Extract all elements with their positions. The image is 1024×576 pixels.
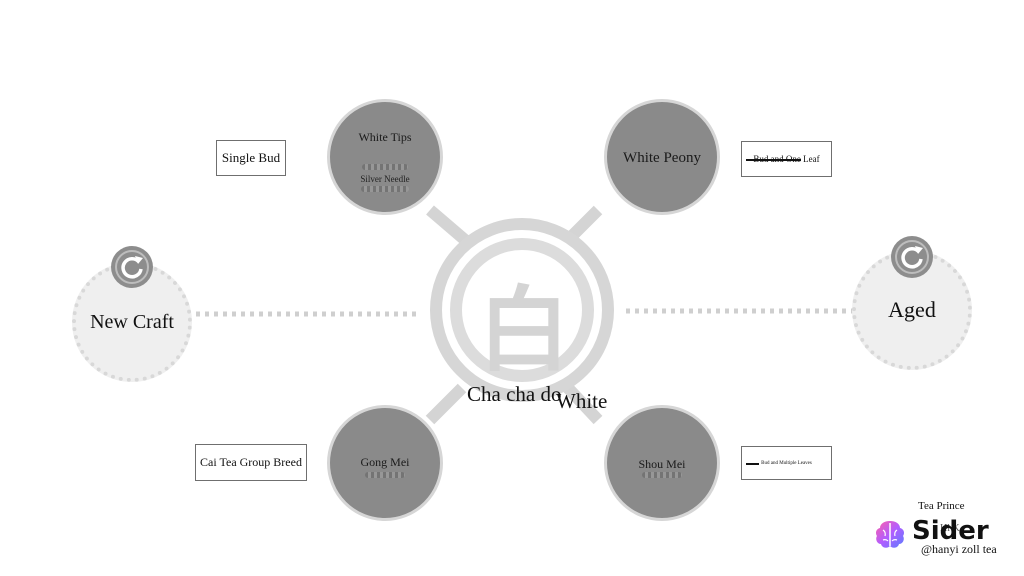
grade-label-single-bud: Single Bud xyxy=(221,150,281,165)
grade-label-bud-multiple-leaves: Bud and Multiple Leaves xyxy=(761,460,812,466)
credit-line-1: Tea Prince xyxy=(918,500,965,512)
smudge-mark xyxy=(361,186,409,192)
side-node-new-craft: New Craft xyxy=(72,262,192,382)
center-label-a: Cha cha do xyxy=(467,382,562,406)
grade-label-cai-tea: Cai Tea Group Breed xyxy=(200,455,302,469)
white-peony-title: White Peony xyxy=(623,150,701,166)
smudge-mark xyxy=(362,164,408,170)
refresh-icon[interactable] xyxy=(891,236,933,278)
tea-node-gong-mei: Gong Mei xyxy=(327,405,443,521)
white-tips-subtitle: Silver Needle xyxy=(360,174,410,184)
gong-mei-title: Gong Mei xyxy=(360,455,410,469)
tea-node-shou-mei: Shou Mei xyxy=(604,405,720,521)
brand-name: Sider xyxy=(912,516,989,546)
tea-node-white-tips: White Tips Silver Needle xyxy=(327,99,443,215)
center-glyph: 白 xyxy=(478,280,571,382)
center-label-b: White xyxy=(556,389,608,413)
credit-handle: @hanyi zoll tea xyxy=(921,542,997,556)
brain-icon xyxy=(873,518,907,552)
refresh-icon[interactable] xyxy=(111,246,153,288)
tea-node-white-peony: White Peony xyxy=(604,99,720,215)
side-label-aged: Aged xyxy=(888,297,936,322)
credit-line-2: Hi K xyxy=(940,523,960,534)
strike-mark xyxy=(746,159,801,161)
grade-box-single-bud: Single Bud xyxy=(216,140,286,176)
smudge-mark xyxy=(365,472,405,478)
side-label-new-craft: New Craft xyxy=(90,311,174,333)
smudge-mark xyxy=(642,472,682,478)
grade-box-bud-one-leaf: Bud and One Leaf xyxy=(741,141,832,177)
shou-mei-title: Shou Mei xyxy=(638,457,686,471)
grade-box-bud-multiple-leaves: Bud and Multiple Leaves xyxy=(741,446,832,480)
white-tips-title: White Tips xyxy=(358,130,412,144)
grade-box-cai-tea: Cai Tea Group Breed xyxy=(195,444,307,481)
strike-mark xyxy=(746,463,759,465)
center-hub xyxy=(430,218,614,402)
